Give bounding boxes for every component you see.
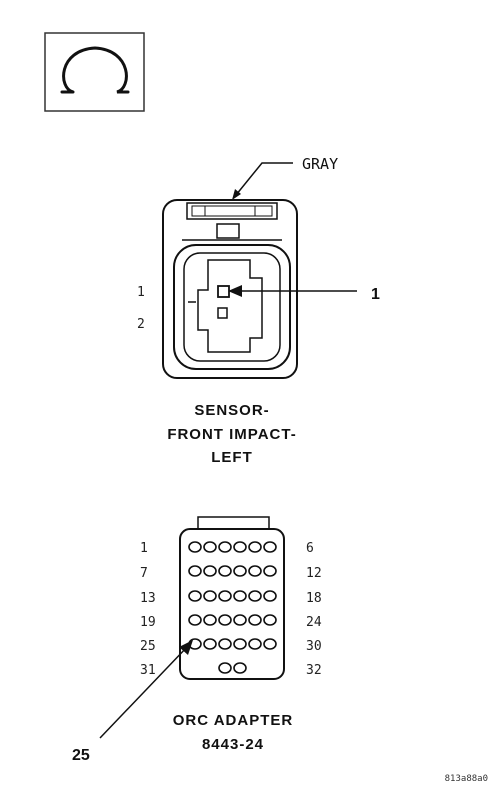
orc-pin-1 [188,541,202,553]
gray-leader-line [235,162,293,196]
orc-right-label: 30 [306,639,322,654]
orc-pin-28 [233,638,247,650]
callout-1-arrowhead [228,285,242,297]
orc-pin-18 [263,590,277,602]
sensor-pin-1 [217,285,230,298]
orc-pin-21 [218,614,232,626]
orc-pin-2 [203,541,217,553]
callout-25-label: 25 [72,747,90,764]
orc-right-label: 12 [306,566,322,581]
orc-right-label: 18 [306,591,322,606]
orc-left-label: 7 [140,566,148,581]
orc-pin-27 [218,638,232,650]
orc-pin-31 [218,662,232,674]
callout-1-label: 1 [371,286,380,303]
callout-25-arrowhead [179,640,193,655]
gray-leader-arrowhead [232,189,241,200]
orc-right-labels: 6 12 18 24 30 32 [306,541,322,678]
orc-title-line-1: ORC ADAPTER [173,712,293,729]
orc-pin-5 [248,541,262,553]
orc-right-label: 6 [306,541,314,556]
orc-left-label: 13 [140,591,156,606]
orc-pin-11 [248,565,262,577]
orc-pin-14 [203,590,217,602]
orc-title-line-2: 8443-24 [202,736,264,753]
orc-pin-7 [188,565,202,577]
orc-pin-30 [263,638,277,650]
orc-pin-6 [263,541,277,553]
orc-pin-32 [233,662,247,674]
sensor-pin-label-1: 1 [137,285,145,300]
callout-25-line [99,645,189,739]
orc-pin-4 [233,541,247,553]
orc-pin-16 [233,590,247,602]
sensor-connector [162,199,298,379]
sensor-title-line-1: SENSOR- [194,402,269,419]
orc-pin-22 [233,614,247,626]
sensor-title-line-2: FRONT IMPACT- [167,426,296,443]
orc-pin-20 [203,614,217,626]
orc-pin-15 [218,590,232,602]
orc-left-labels: 1 7 13 19 25 31 [140,541,156,678]
orc-right-label: 24 [306,615,322,630]
orc-pin-17 [248,590,262,602]
wire-color-label: GRAY [302,155,338,173]
orc-pin-29 [248,638,262,650]
orc-left-label: 19 [140,615,156,630]
orc-right-label: 32 [306,663,322,678]
orc-pin-19 [188,614,202,626]
ohmmeter-symbol-box [44,32,145,112]
sensor-pin-label-2: 2 [137,317,145,332]
sensor-pin-2 [217,307,228,319]
orc-pin-13 [188,590,202,602]
orc-pin-8 [203,565,217,577]
orc-pin-9 [218,565,232,577]
orc-left-label: 31 [140,663,156,678]
orc-adapter-connector [179,516,285,680]
orc-pin-12 [263,565,277,577]
orc-pin-grid [188,541,277,674]
orc-pin-23 [248,614,262,626]
orc-pin-10 [233,565,247,577]
orc-pin-26 [203,638,217,650]
orc-left-label: 25 [140,639,156,654]
orc-pin-24 [263,614,277,626]
omega-icon [60,46,130,94]
figure-id: 813a88a0 [445,774,488,784]
orc-left-label: 1 [140,541,148,556]
orc-pin-3 [218,541,232,553]
sensor-title-line-3: LEFT [211,449,253,466]
